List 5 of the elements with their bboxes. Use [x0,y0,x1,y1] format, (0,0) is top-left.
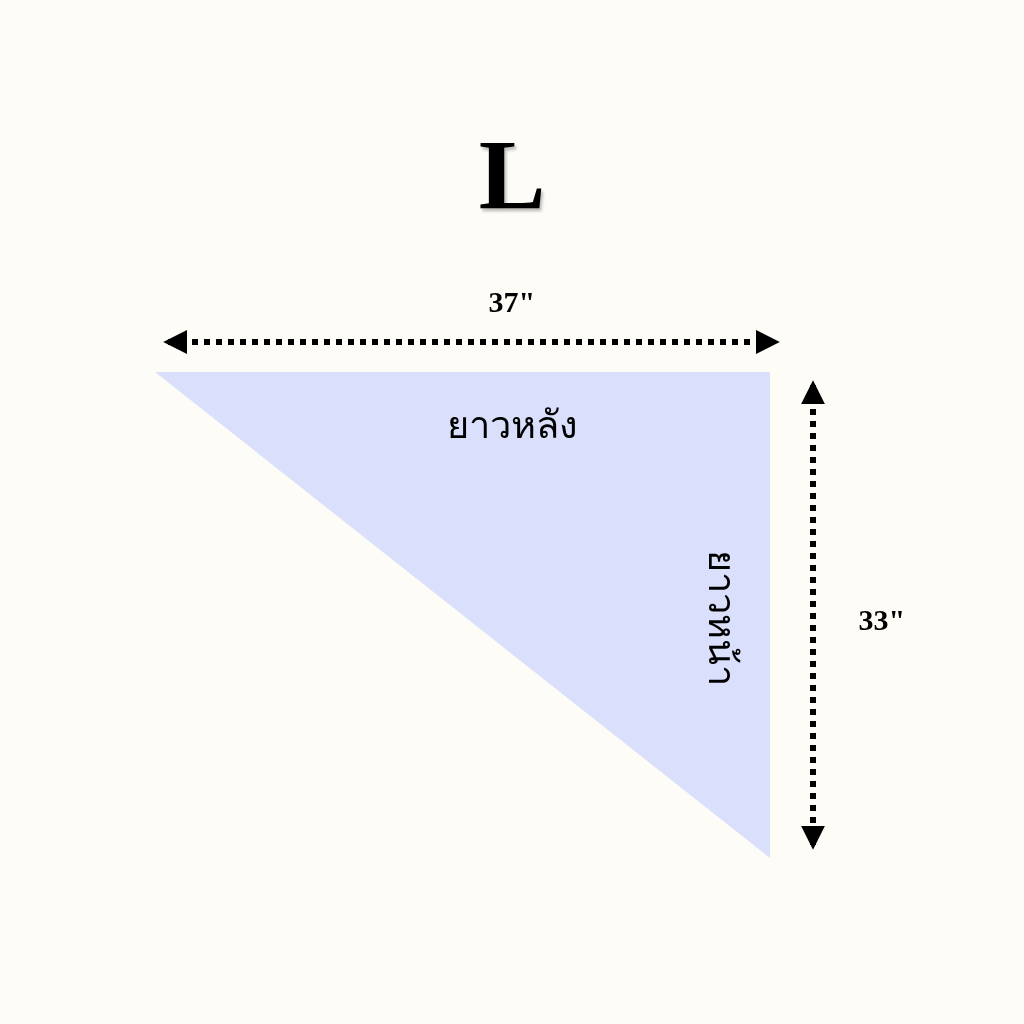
side-label: ยาวหลัง [447,403,578,447]
size-title: L [478,119,546,230]
side-label: ยาวหน้า [698,549,745,685]
dimension-label: 37" [488,285,536,319]
dimension-label: 33" [858,603,906,637]
